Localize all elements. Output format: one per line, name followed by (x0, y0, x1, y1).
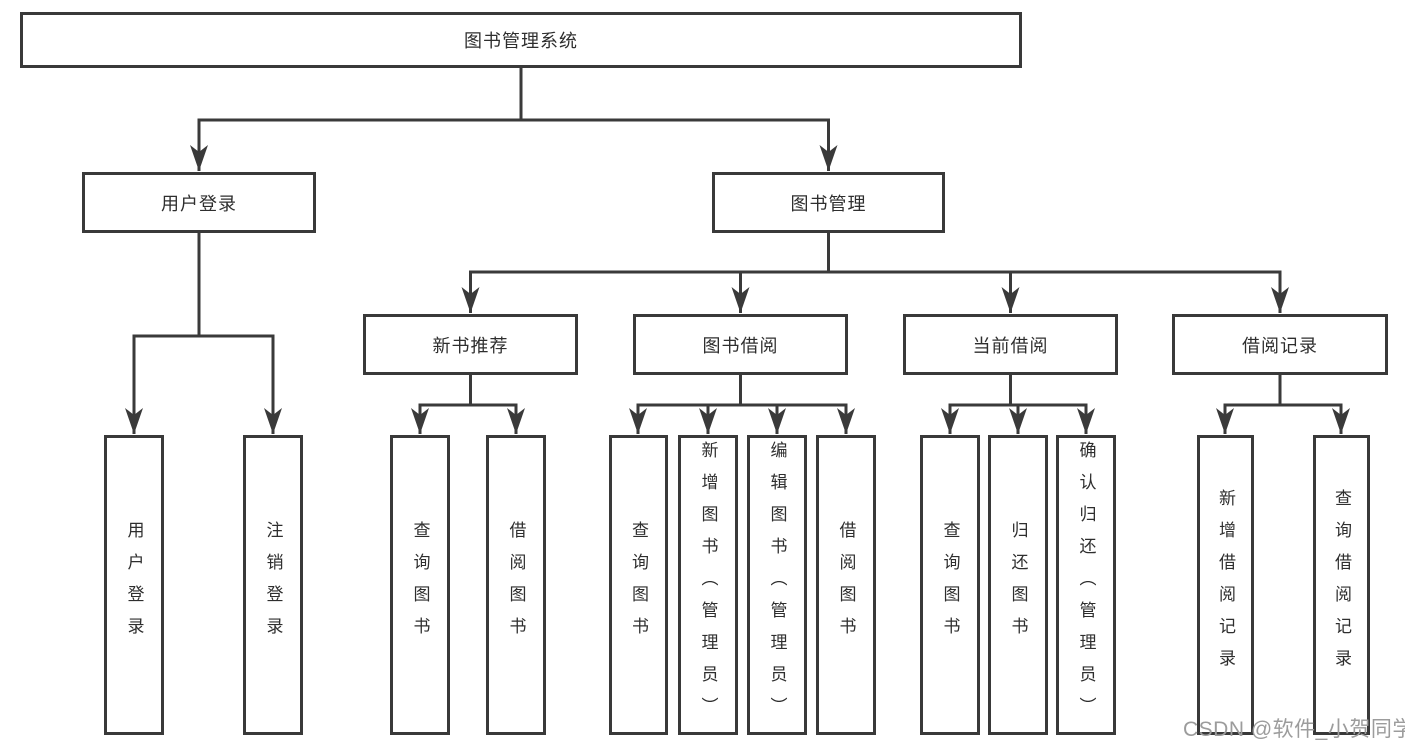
connector-borrow-records-children (1216, 375, 1350, 434)
node-book-borrow: 图书借阅 (633, 314, 848, 375)
leaf-records-add-record-label: 新增借阅记录 (1216, 489, 1235, 681)
leaf-bookborrow-borrow-books-label: 借阅图书 (836, 521, 856, 649)
leaf-bookborrow-query-books: 查询图书 (609, 435, 668, 735)
node-current-borrow-label: 当前借阅 (972, 335, 1049, 356)
leaf-current-confirm-return-admin-label: 确认归还（管理员） (1076, 441, 1096, 729)
leaf-bookborrow-add-books-admin: 新增图书（管理员） (678, 435, 738, 735)
node-book-management: 图书管理 (712, 172, 945, 233)
leaf-newbook-borrow-books: 借阅图书 (486, 435, 546, 735)
node-book-borrow-label: 图书借阅 (702, 335, 779, 356)
node-user-login: 用户登录 (82, 172, 316, 233)
leaf-logout-login: 注销登录 (243, 435, 303, 735)
leaf-user-login: 用户登录 (104, 435, 164, 735)
leaf-bookborrow-add-books-admin-label: 新增图书（管理员） (698, 441, 718, 729)
connector-user-login-children (125, 233, 282, 434)
leaf-user-login-label: 用户登录 (124, 521, 144, 649)
leaf-current-confirm-return-admin: 确认归还（管理员） (1056, 435, 1116, 735)
connector-book-borrow-children (629, 375, 855, 434)
node-current-borrow: 当前借阅 (903, 314, 1118, 375)
leaf-newbook-borrow-books-label: 借阅图书 (506, 521, 526, 649)
connector-current-borrow-children (941, 375, 1095, 434)
node-new-book-recommend-label: 新书推荐 (432, 335, 509, 356)
leaf-bookborrow-edit-books-admin: 编辑图书（管理员） (747, 435, 807, 735)
leaf-newbook-query-books: 查询图书 (390, 435, 450, 735)
leaf-current-query-books-label: 查询图书 (940, 521, 960, 649)
leaf-current-return-books-label: 归还图书 (1008, 521, 1028, 649)
node-library-system: 图书管理系统 (20, 12, 1022, 68)
leaf-bookborrow-edit-books-admin-label: 编辑图书（管理员） (767, 441, 787, 729)
node-new-book-recommend: 新书推荐 (363, 314, 578, 375)
leaf-records-add-record: 新增借阅记录 (1197, 435, 1254, 735)
leaf-current-query-books: 查询图书 (920, 435, 980, 735)
watermark: CSDN @软件_小贺同学 (1183, 718, 1405, 741)
leaf-records-query-record-label: 查询借阅记录 (1332, 489, 1351, 681)
node-borrow-records-label: 借阅记录 (1242, 335, 1318, 356)
node-book-management-label: 图书管理 (790, 193, 867, 214)
node-user-login-label: 用户登录 (161, 193, 237, 214)
leaf-logout-login-label: 注销登录 (263, 521, 283, 649)
node-borrow-records: 借阅记录 (1172, 314, 1388, 375)
connector-new-book-recommend-children (411, 375, 525, 434)
leaf-records-query-record: 查询借阅记录 (1313, 435, 1370, 735)
leaf-bookborrow-borrow-books: 借阅图书 (816, 435, 876, 735)
leaf-current-return-books: 归还图书 (988, 435, 1048, 735)
leaf-newbook-query-books-label: 查询图书 (410, 521, 430, 649)
connector-root-to-level2 (190, 67, 838, 171)
node-library-system-label: 图书管理系统 (464, 31, 578, 51)
connector-book-management-children (461, 233, 1289, 313)
leaf-bookborrow-query-books-label: 查询图书 (629, 521, 648, 649)
